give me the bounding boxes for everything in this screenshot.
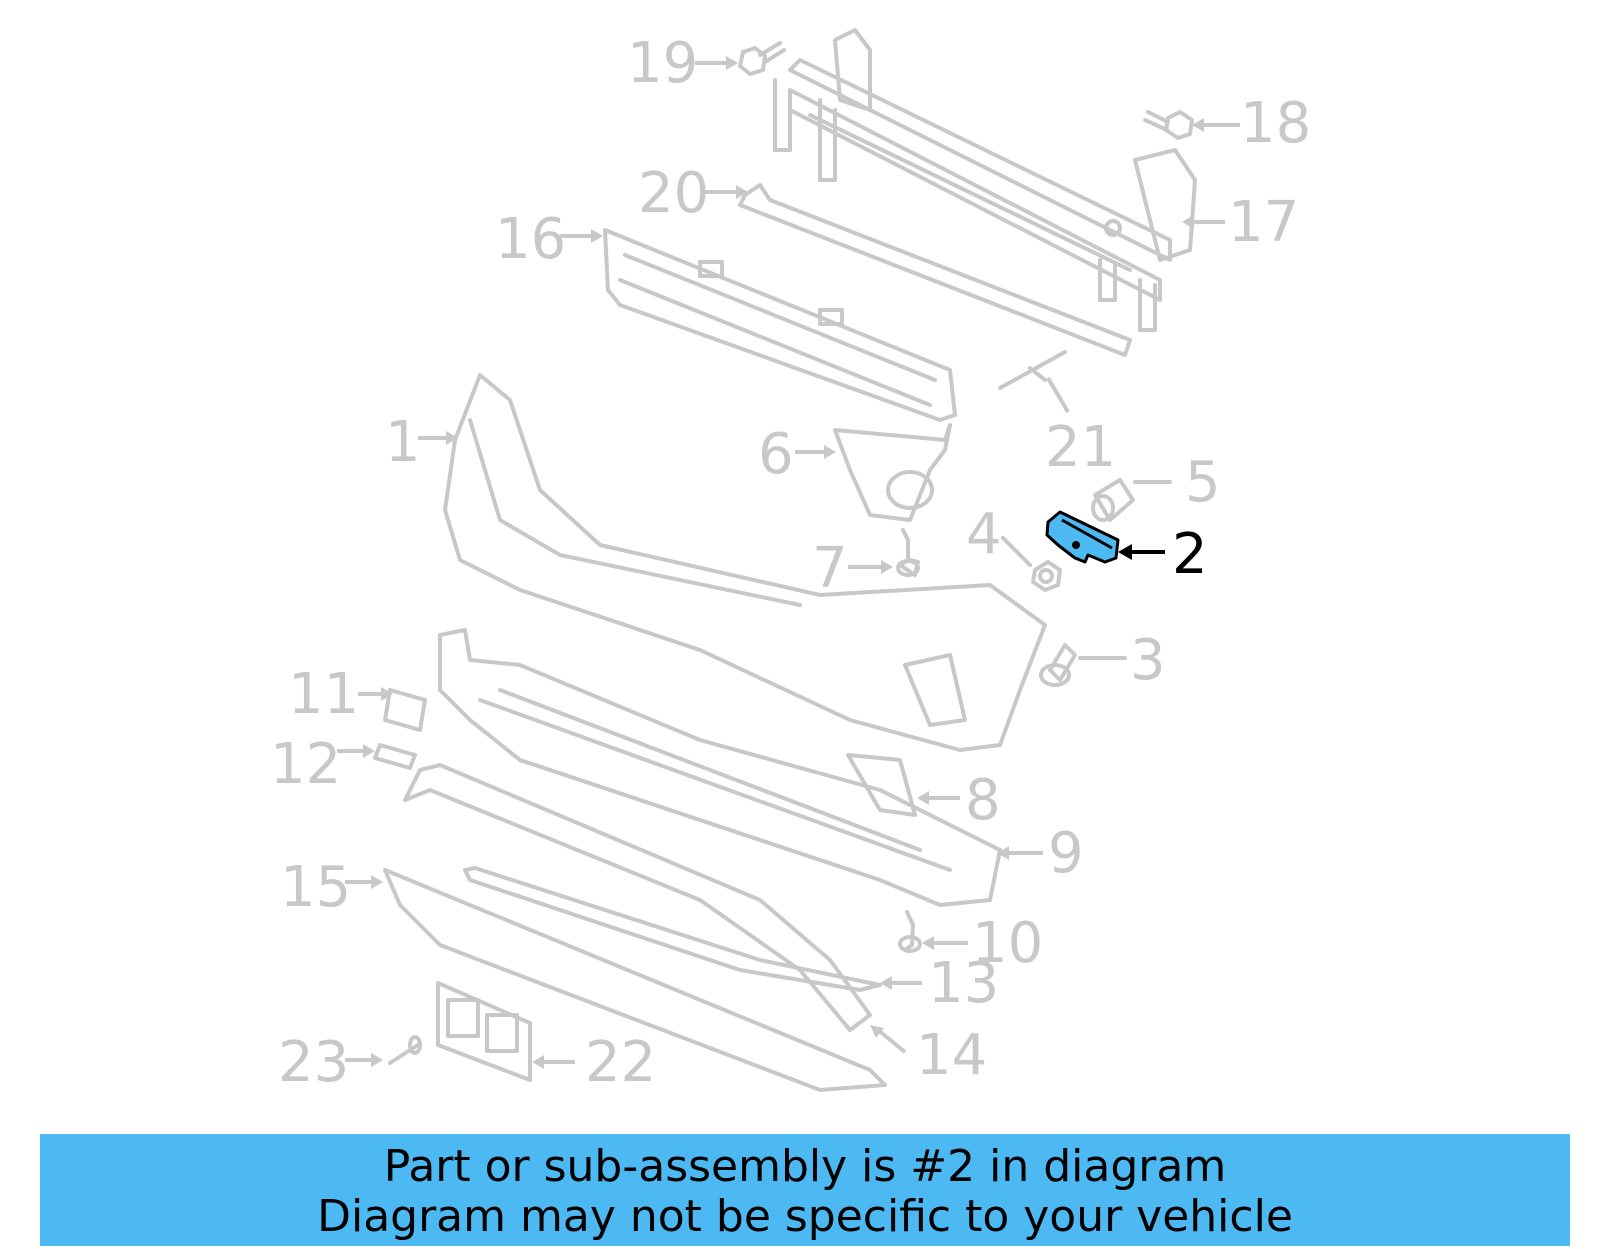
callout-16: 16 [495, 207, 567, 272]
callout-23: 23 [278, 1030, 350, 1095]
pin-21-icon [998, 350, 1067, 390]
callout-19: 19 [627, 31, 699, 96]
lower-grille-9-icon [438, 628, 1002, 907]
callout-12: 12 [270, 732, 342, 797]
screw-10-icon [898, 910, 922, 953]
info-banner: Part or sub-assembly is #2 in diagram Di… [40, 1134, 1570, 1246]
callout-3: 3 [1130, 628, 1166, 693]
bolt-19-icon [738, 41, 786, 76]
fog-lamp-bracket-6-icon [833, 423, 952, 522]
absorber-strip-20-icon [738, 183, 1132, 357]
callout-13: 13 [928, 951, 1000, 1016]
clip-5-icon [1091, 478, 1172, 522]
highlighted-part-2-icon [1045, 510, 1120, 564]
bumper-cover-1-icon [443, 373, 1047, 752]
callout-8: 8 [965, 768, 1001, 833]
callout-20: 20 [638, 161, 710, 226]
callout-10: 10 [972, 911, 1044, 976]
trim-strip-14-icon [403, 763, 872, 1032]
callout-9: 9 [1048, 821, 1084, 886]
callout-7: 7 [812, 536, 848, 601]
leader-arrows [337, 56, 1240, 1069]
grille-insert-8-icon [846, 753, 917, 817]
license-bracket-22-icon [436, 981, 532, 1082]
callout-17: 17 [1228, 190, 1300, 255]
rivet-23-icon [388, 1035, 422, 1065]
callout-4: 4 [966, 502, 1002, 567]
highlight-arrow [1118, 544, 1165, 560]
energy-absorber-16-icon [603, 228, 957, 422]
nut-4-icon [1001, 536, 1062, 592]
bracket-11-icon [383, 688, 427, 732]
callout-5: 5 [1185, 450, 1221, 515]
callout-14: 14 [916, 1023, 988, 1088]
callout-2: 2 [1172, 522, 1208, 587]
banner-line-1: Part or sub-assembly is #2 in diagram [383, 1141, 1227, 1192]
callout-22: 22 [585, 1030, 657, 1095]
banner-line-2: Diagram may not be specific to your vehi… [317, 1191, 1293, 1242]
callout-1: 1 [385, 410, 421, 475]
pad-12-icon [373, 743, 417, 770]
callout-6: 6 [758, 422, 794, 487]
bolt-18-icon [1143, 110, 1194, 140]
screw-7-icon [896, 528, 920, 577]
skid-plate-15-icon [383, 868, 887, 1092]
callout-11: 11 [288, 662, 360, 727]
callout-21: 21 [1045, 415, 1117, 480]
callout-15: 15 [280, 855, 352, 920]
reinforcement-bar-17-icon [773, 28, 1197, 332]
retainer-3-icon [1039, 643, 1127, 687]
callout-18: 18 [1240, 91, 1312, 156]
trim-strip-13-icon [463, 866, 882, 992]
